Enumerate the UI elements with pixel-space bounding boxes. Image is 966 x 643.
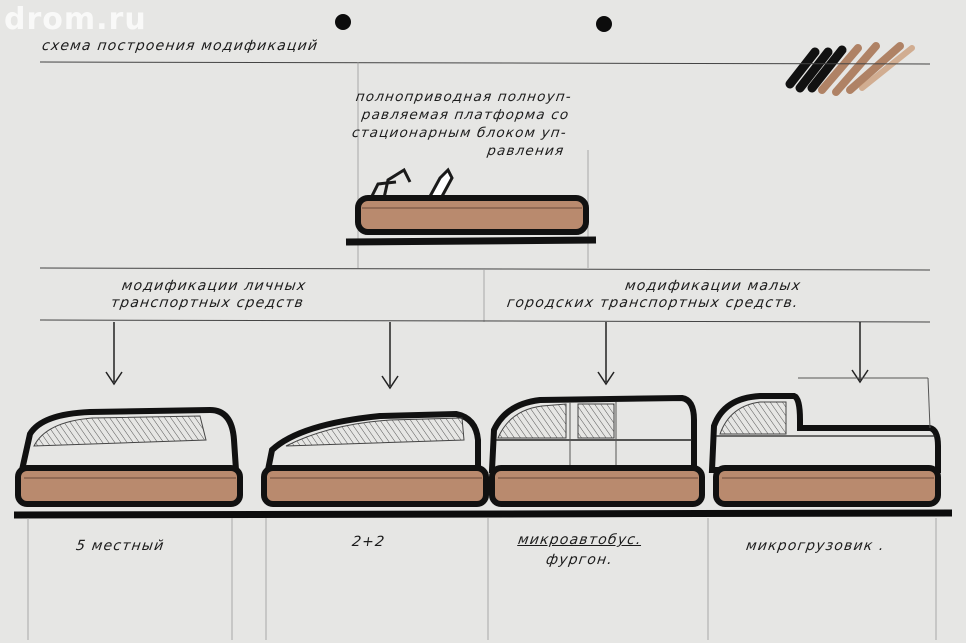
platform-line: равляемая платформа со (360, 107, 571, 123)
diagram-title: схема построения модификаций (40, 38, 320, 54)
platform-line: равления (486, 143, 566, 159)
marker-swatches (785, 42, 915, 96)
vehicle-label-van: фургон. (544, 552, 615, 568)
vehicle-microtruck (708, 377, 941, 507)
section-rule (39, 267, 931, 271)
punch-hole-right (596, 16, 612, 32)
group-line: модификации малых (623, 278, 803, 294)
column-guides (27, 518, 937, 640)
vehicle-microbus (488, 394, 705, 507)
watermark: drom.ru (4, 2, 147, 37)
group-personal: модификации личных транспортных средств (110, 278, 308, 312)
vehicle-2plus2 (261, 410, 489, 507)
vehicle-5-seat (15, 406, 243, 507)
group-line: городских транспортных средств. (505, 295, 800, 311)
base-platform-sketch (345, 167, 597, 246)
group-line: модификации личных (120, 278, 308, 294)
vehicle-label-2plus2: 2+2 (350, 534, 387, 550)
platform-line: полноприводная полноуп- (354, 89, 574, 105)
title-rule (39, 61, 931, 65)
group-urban: модификации малых городских транспортных… (505, 278, 803, 312)
ground-line (13, 509, 953, 519)
group-line: транспортных средств (109, 295, 306, 311)
punch-hole-left (335, 14, 351, 30)
arrows (105, 322, 869, 390)
vehicle-label-5-seat: 5 местный (74, 538, 166, 554)
vehicle-label-microtruck: микрогрузовик . (744, 538, 886, 554)
platform-line: стационарным блоком уп- (350, 125, 568, 141)
group-rule (39, 319, 931, 323)
platform-description: полноприводная полноуп- равляемая платфо… (347, 88, 573, 160)
vehicle-label-microbus: микроавтобус. (516, 532, 643, 548)
